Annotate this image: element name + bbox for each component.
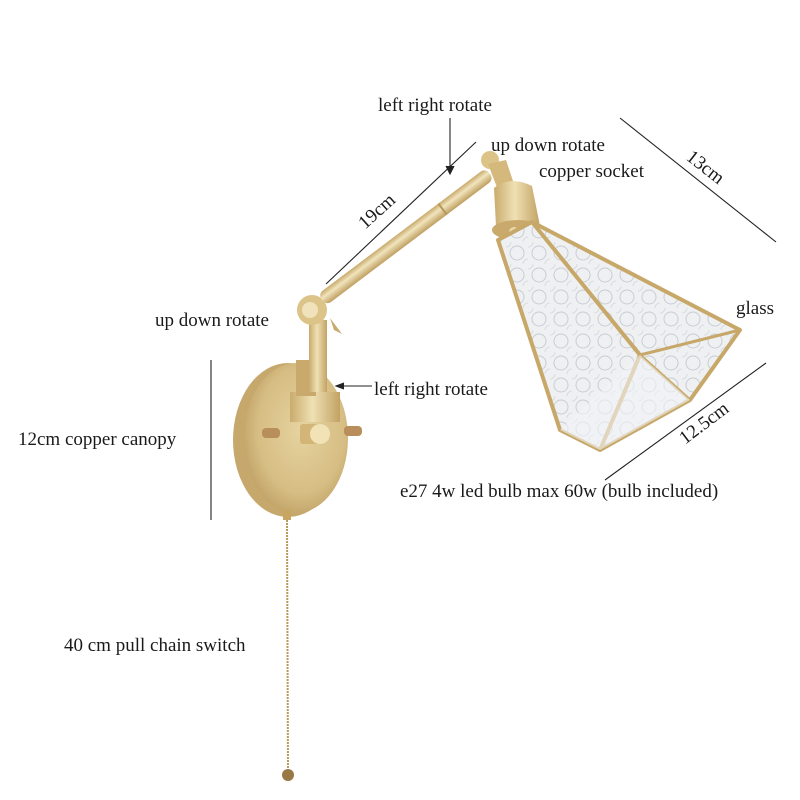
label-glass: glass <box>736 298 774 319</box>
label-copper-socket: copper socket <box>539 161 644 182</box>
label-canopy: 12cm copper canopy <box>18 429 177 450</box>
dim-line-13cm <box>619 117 777 243</box>
dim-line-12-5cm <box>604 362 767 481</box>
dimension-lines <box>210 117 777 520</box>
glass-shade <box>496 220 742 452</box>
label-up-down-rotate-left: up down rotate <box>155 310 269 331</box>
label-left-right-rotate-mid: left right rotate <box>374 379 488 400</box>
lower-joint <box>297 295 342 334</box>
pull-chain <box>282 510 294 781</box>
swing-arm <box>320 170 492 304</box>
label-pull-chain: 40 cm pull chain switch <box>64 635 246 656</box>
label-up-down-rotate-top: up down rotate <box>491 135 605 156</box>
label-bulb-spec: e27 4w led bulb max 60w (bulb included) <box>400 481 719 502</box>
label-left-right-rotate-top: left right rotate <box>378 95 492 116</box>
dim-line-19cm <box>325 141 477 285</box>
vertical-stem <box>309 320 327 392</box>
